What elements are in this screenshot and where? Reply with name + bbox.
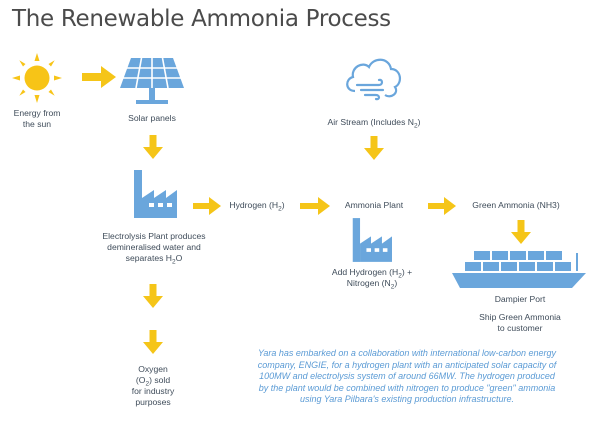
cloud-wind-icon <box>346 58 401 101</box>
description-note: Yara has embarked on a collaboration wit… <box>257 348 557 405</box>
add-hydrogen-label: Add Hydrogen (H2) + Nitrogen (N2) <box>331 267 413 291</box>
solar-label: Solar panels <box>128 113 176 123</box>
arrow-down-icon <box>364 136 384 160</box>
page-title: The Renewable Ammonia Process <box>12 6 391 32</box>
oxygen-label: Oxygen (O2) sold for industry purposes <box>131 364 175 407</box>
arrow-right-icon <box>82 66 116 88</box>
sun-icon <box>12 53 62 103</box>
arrow-right-icon <box>300 197 330 215</box>
factory-icon <box>352 218 392 262</box>
ammonia-label: Ammonia Plant <box>344 200 404 210</box>
ship-label: Dampier Port <box>494 294 546 304</box>
hydrogen-label: Hydrogen (H2) <box>229 200 285 213</box>
ship-sublabel: Ship Green Ammonia to customer <box>479 312 561 333</box>
factory-icon <box>134 170 177 218</box>
green-ammonia-label: Green Ammonia (NH3) <box>472 200 560 210</box>
cargo-ship-icon <box>452 251 586 288</box>
arrow-down-icon <box>143 330 163 354</box>
arrow-down-icon <box>143 284 163 308</box>
solar-panel-icon <box>120 57 184 104</box>
arrow-right-icon <box>428 197 456 215</box>
sun-label: Energy from the sun <box>13 108 61 129</box>
electrolysis-label: Electrolysis Plant produces demineralise… <box>102 231 206 266</box>
arrow-right-icon <box>193 197 221 215</box>
arrow-down-icon <box>511 220 531 244</box>
arrow-down-icon <box>143 135 163 159</box>
air-label: Air Stream (Includes N2) <box>327 117 421 130</box>
